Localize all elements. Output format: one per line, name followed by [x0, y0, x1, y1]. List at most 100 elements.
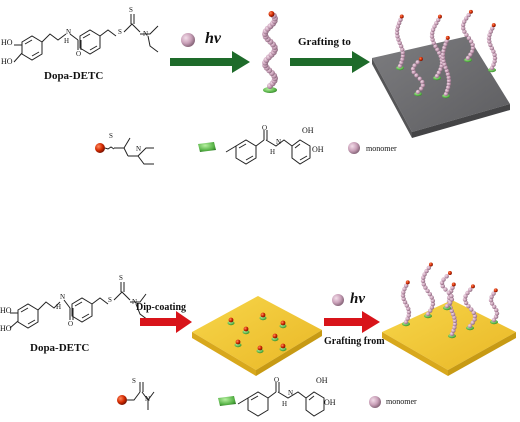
anchor-icon-2	[218, 396, 236, 406]
monomer-ball	[415, 89, 421, 95]
legend-s-bottom: S	[132, 377, 136, 385]
monomer-ball	[491, 317, 497, 323]
monomer-ball	[420, 79, 425, 85]
monomer-ball	[445, 72, 451, 77]
monomer-ball	[403, 283, 409, 288]
monomer-ball	[441, 58, 446, 64]
monomer-ball	[449, 331, 455, 337]
monomer-ball	[401, 296, 406, 302]
monomer-ball	[400, 293, 406, 298]
monomer-ball	[466, 12, 471, 18]
monomer-ball	[447, 300, 453, 305]
monomer-ball	[487, 32, 492, 38]
monomer-ball	[396, 37, 401, 42]
monomer-ball	[488, 29, 493, 34]
initiator-ball	[268, 11, 275, 17]
monomer-ball	[421, 275, 426, 280]
monomer-ball	[494, 311, 500, 316]
anchor-blob	[234, 342, 242, 348]
legend-n2-bottom: N	[288, 389, 294, 397]
monomer-ball	[420, 278, 426, 284]
monomer-ball	[421, 282, 426, 287]
monomer-ball	[491, 49, 496, 54]
monomer-ball	[398, 17, 403, 22]
monomer-ball	[444, 68, 450, 74]
legend-oh-a-top: OH	[302, 126, 314, 135]
monomer-ball	[400, 47, 405, 52]
initiator-ball	[280, 343, 286, 349]
monomer-ball	[412, 63, 417, 68]
initiator-icon	[95, 143, 105, 153]
legend-nh-bottom: H	[282, 400, 288, 408]
monomer-ball	[443, 287, 448, 292]
monomer-ball	[401, 290, 406, 295]
monomer-ball	[439, 280, 445, 286]
monomer-ball	[492, 304, 497, 309]
monomer-ball	[418, 86, 424, 91]
initiator-ball	[428, 262, 433, 267]
monomer-ball	[486, 36, 492, 41]
monomer-ball	[438, 67, 443, 72]
initiator-ball	[260, 312, 266, 318]
monomer-ball	[406, 313, 411, 318]
label-s2-b: S	[119, 274, 123, 282]
monomer-ball	[452, 321, 458, 327]
legend-oh-b-bottom: OH	[324, 398, 336, 407]
initiator-ball	[399, 14, 404, 19]
monomer-ball	[488, 298, 494, 303]
monomer-ball	[425, 311, 431, 317]
label-o-b: O	[68, 320, 74, 328]
gray-substrate	[372, 36, 510, 138]
initiator-ball	[491, 23, 496, 28]
monomer-ball	[466, 304, 471, 309]
yellow-substrate-initiator	[192, 296, 322, 376]
legend-monomer-top: monomer	[366, 144, 397, 153]
grafted-brushes-yellow	[400, 262, 500, 339]
initiator-icon-2	[117, 395, 127, 405]
initiator-ball	[228, 317, 234, 323]
monomer-ball	[449, 297, 455, 302]
monomer-ball	[489, 46, 495, 51]
monomer-ball	[444, 39, 449, 44]
legend-monomer-bottom: monomer	[386, 397, 417, 406]
light-label-top: hv	[205, 30, 221, 47]
monomer-ball	[446, 78, 452, 84]
step-label-grafting-to: Grafting to	[298, 36, 351, 48]
legend-oh-a-bottom: OH	[316, 376, 328, 385]
monomer-ball	[450, 285, 455, 290]
monomer-ball	[403, 319, 409, 325]
monomer-ball	[493, 314, 499, 319]
initiator-ball	[257, 345, 263, 351]
monomer-ball	[443, 91, 449, 97]
label-ho-1-b: HO	[0, 306, 12, 315]
monomer-ball	[487, 39, 492, 44]
monomer-ball	[444, 303, 450, 309]
monomer-ball	[429, 295, 434, 300]
monomer-ball	[429, 34, 435, 39]
monomer-ball-icon	[181, 33, 195, 47]
monomer-ball	[404, 303, 409, 308]
monomer-ball	[402, 300, 408, 305]
anchor-blob	[263, 87, 277, 93]
legend-top	[95, 130, 360, 165]
monomer-ball	[494, 307, 499, 313]
monomer-ball	[441, 277, 446, 282]
monomer-ball	[446, 290, 452, 295]
monomer-ball	[491, 291, 496, 296]
label-n2: N	[143, 30, 149, 38]
monomer-ball	[398, 44, 404, 49]
monomer-ball	[394, 30, 400, 36]
anchor-blob	[279, 323, 287, 329]
monomer-ball	[470, 320, 475, 325]
monomer-ball	[469, 49, 475, 54]
label-ho-2: HO	[1, 57, 13, 66]
monomer-ball	[452, 318, 458, 323]
monomer-ball	[411, 70, 416, 75]
monomer-ball	[433, 44, 438, 49]
monomer-ball	[464, 32, 469, 38]
monomer-ball	[394, 27, 400, 32]
grafted-brushes-gray	[394, 9, 498, 99]
monomer-ball	[445, 85, 451, 90]
monomer-ball	[432, 24, 437, 29]
